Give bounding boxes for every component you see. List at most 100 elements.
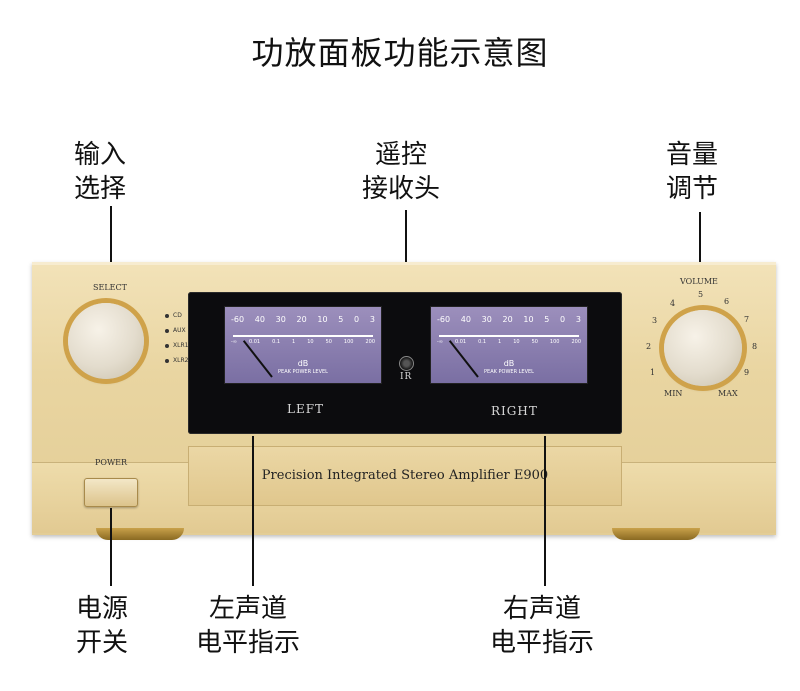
- diagram-title: 功放面板功能示意图: [251, 34, 549, 72]
- volume-scale-2: 2: [646, 342, 652, 351]
- left-vu-meter: -60 40 30 20 10 5 0 3 -∞ 0.01 0.1 1 10 5…: [224, 306, 382, 384]
- scale-tick: 3: [575, 315, 581, 324]
- left-foot: [96, 528, 184, 540]
- leader-input-select: [110, 206, 112, 290]
- model-nameplate: Precision Integrated Stereo Amplifier E9…: [188, 446, 622, 506]
- subscale-tick: 0.1: [272, 339, 281, 345]
- scale-tick: 0: [560, 315, 566, 324]
- input-led-item: XLR1: [165, 342, 188, 349]
- meter-caption: PEAK POWER LEVEL: [278, 369, 328, 375]
- subscale-tick: 50: [531, 339, 538, 345]
- volume-scale-6: 6: [724, 297, 730, 306]
- volume-scale-7: 7: [744, 315, 750, 324]
- right-meter-subscale: -∞ 0.01 0.1 1 10 50 100 200: [431, 339, 587, 345]
- callout-right-meter: 右声道 电平指示: [490, 592, 594, 660]
- scale-tick: 5: [544, 315, 550, 324]
- ir-label: IR: [400, 372, 413, 382]
- meter-unit: dB: [503, 359, 515, 368]
- scale-tick: -60: [231, 315, 245, 324]
- right-meter-scale: -60 40 30 20 10 5 0 3: [431, 315, 587, 324]
- input-label: XLR2: [173, 357, 189, 364]
- scale-tick: 40: [254, 315, 265, 324]
- volume-scale-9: 9: [744, 368, 750, 377]
- right-channel-label: RIGHT: [491, 404, 538, 418]
- right-vu-meter: -60 40 30 20 10 5 0 3 -∞ 0.01 0.1 1 10 5…: [430, 306, 588, 384]
- input-led-item: AUX: [165, 327, 188, 334]
- volume-max-label: MAX: [718, 389, 738, 398]
- scale-tick: 10: [317, 315, 328, 324]
- subscale-tick: 200: [571, 339, 581, 345]
- callout-power-line1: 电源: [76, 594, 129, 624]
- callout-ir-line2: 接收头: [362, 174, 441, 204]
- callout-input-select: 输入 选择: [74, 138, 126, 206]
- led-indicator: [165, 343, 169, 348]
- volume-scale-1: 1: [650, 368, 656, 377]
- callout-right-meter-line1: 右声道: [503, 594, 582, 624]
- ir-receiver-icon: [399, 356, 414, 371]
- led-indicator: [165, 313, 169, 318]
- subscale-tick: 50: [325, 339, 332, 345]
- scale-tick: 20: [502, 315, 513, 324]
- scale-tick: 10: [523, 315, 534, 324]
- callout-left-meter-line1: 左声道: [209, 594, 288, 624]
- scale-tick: 3: [369, 315, 375, 324]
- input-label: CD: [173, 312, 182, 319]
- callout-ir-line1: 遥控: [375, 140, 428, 170]
- volume-label: VOLUME: [680, 277, 718, 286]
- model-text: Precision Integrated Stereo Amplifier E9…: [261, 468, 549, 483]
- led-indicator: [165, 358, 169, 363]
- leader-power: [110, 508, 112, 586]
- input-led-item: XLR2: [165, 357, 188, 364]
- power-label: POWER: [95, 458, 128, 467]
- left-channel-label: LEFT: [287, 402, 325, 416]
- scale-tick: 5: [338, 315, 344, 324]
- subscale-tick: 10: [513, 339, 520, 345]
- input-led-list: CD AUX XLR1 XLR2: [165, 312, 188, 364]
- subscale-tick: -∞: [437, 339, 443, 345]
- callout-volume: 音量 调节: [666, 138, 718, 206]
- right-foot: [612, 528, 700, 540]
- callout-volume-line1: 音量: [666, 140, 719, 170]
- callout-input-select-line1: 输入: [74, 140, 127, 170]
- left-meter-scale: -60 40 30 20 10 5 0 3: [225, 315, 381, 324]
- callout-left-meter-line2: 电平指示: [196, 628, 301, 658]
- subscale-tick: 0.01: [454, 339, 467, 345]
- volume-min-label: MIN: [664, 389, 683, 398]
- subscale-tick: 0.1: [478, 339, 487, 345]
- scale-tick: 0: [354, 315, 360, 324]
- volume-scale-8: 8: [752, 342, 758, 351]
- volume-knob[interactable]: [664, 310, 742, 386]
- input-label: AUX: [173, 327, 186, 334]
- leader-volume: [699, 212, 701, 274]
- subscale-tick: 1: [498, 339, 502, 345]
- leader-right-meter: [544, 436, 546, 586]
- subscale-tick: 200: [365, 339, 375, 345]
- scale-tick: 30: [481, 315, 492, 324]
- input-select-knob[interactable]: [68, 303, 144, 379]
- callout-power-line2: 开关: [76, 628, 129, 658]
- power-button[interactable]: [84, 478, 138, 507]
- scale-tick: -60: [437, 315, 451, 324]
- subscale-tick: 10: [307, 339, 314, 345]
- subscale-tick: 0.01: [248, 339, 261, 345]
- subscale-tick: 100: [343, 339, 354, 345]
- meter-caption: PEAK POWER LEVEL: [484, 369, 534, 375]
- scale-tick: 40: [460, 315, 471, 324]
- callout-input-select-line2: 选择: [74, 174, 127, 204]
- meter-arc: [233, 329, 373, 337]
- volume-scale-5: 5: [698, 290, 704, 299]
- leader-left-meter: [252, 436, 254, 586]
- callout-left-meter: 左声道 电平指示: [196, 592, 300, 660]
- subscale-tick: 100: [549, 339, 560, 345]
- callout-ir-receiver: 遥控 接收头: [362, 138, 440, 206]
- volume-scale-4: 4: [670, 299, 676, 308]
- callout-volume-line2: 调节: [666, 174, 719, 204]
- callout-right-meter-line2: 电平指示: [490, 628, 595, 658]
- subscale-tick: -∞: [231, 339, 237, 345]
- meter-unit: dB: [297, 359, 309, 368]
- scale-tick: 30: [275, 315, 286, 324]
- callout-power: 电源 开关: [76, 592, 128, 660]
- input-led-item: CD: [165, 312, 188, 319]
- select-label: SELECT: [93, 283, 127, 292]
- scale-tick: 20: [296, 315, 307, 324]
